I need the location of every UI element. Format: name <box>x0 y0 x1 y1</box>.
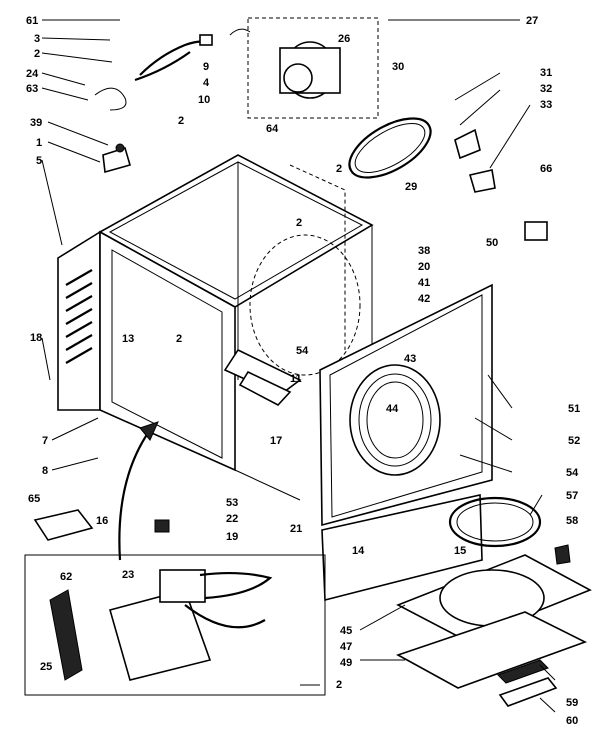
callout-38: 38 <box>418 245 430 257</box>
callout-22: 22 <box>226 513 238 525</box>
callout-11: 11 <box>290 373 302 385</box>
callout-66: 66 <box>540 163 552 175</box>
callout-33: 33 <box>540 99 552 111</box>
callout-29: 29 <box>405 181 417 193</box>
callout-63: 63 <box>26 83 38 95</box>
callout-54b: 54 <box>566 467 579 479</box>
callout-65: 65 <box>28 493 40 505</box>
callout-17: 17 <box>270 435 282 447</box>
callout-43: 43 <box>404 353 416 365</box>
callout-14: 14 <box>352 545 365 557</box>
callout-58: 58 <box>566 515 578 527</box>
toe-panel <box>321 494 483 602</box>
callout-3: 3 <box>34 33 40 45</box>
arrow <box>118 421 159 561</box>
callout-39: 39 <box>30 117 42 129</box>
callout-32: 32 <box>540 83 552 95</box>
callout-16: 16 <box>96 515 108 527</box>
side-vents <box>65 269 93 364</box>
callout-labels: 61 3 2 24 63 39 1 5 18 7 8 65 16 62 25 9… <box>26 15 580 727</box>
callout-64: 64 <box>266 123 279 135</box>
callout-24: 24 <box>26 68 39 80</box>
heater-assembly <box>24 554 326 696</box>
callout-42: 42 <box>418 293 430 305</box>
callout-2d: 2 <box>336 679 342 691</box>
callout-27: 27 <box>526 15 538 27</box>
wire-harness <box>94 34 213 111</box>
callout-61: 61 <box>26 15 38 27</box>
front-panel <box>319 283 493 527</box>
motor-assembly <box>229 17 379 119</box>
callout-31: 31 <box>540 67 552 79</box>
callout-18: 18 <box>30 332 42 344</box>
callout-19: 19 <box>226 531 238 543</box>
callout-49: 49 <box>340 657 352 669</box>
drive-belt <box>348 117 432 179</box>
callout-62: 62 <box>60 571 72 583</box>
callout-60: 60 <box>566 715 578 727</box>
callout-51: 51 <box>568 403 580 415</box>
callout-15: 15 <box>454 545 466 557</box>
callout-2: 2 <box>34 48 40 60</box>
callout-9: 9 <box>203 61 209 73</box>
cabinet <box>57 154 374 501</box>
callout-2b: 2 <box>178 115 184 127</box>
callout-59: 59 <box>566 697 578 709</box>
callout-8: 8 <box>42 465 48 477</box>
callout-30: 30 <box>392 61 404 73</box>
small-parts <box>33 128 571 565</box>
callout-5: 5 <box>36 155 42 167</box>
callout-25: 25 <box>40 661 52 673</box>
callout-52: 52 <box>568 435 580 447</box>
callout-10: 10 <box>198 94 210 106</box>
callout-1: 1 <box>36 137 42 149</box>
callout-21: 21 <box>290 523 302 535</box>
callout-2e: 2 <box>336 163 342 175</box>
callout-7: 7 <box>42 435 48 447</box>
callout-45: 45 <box>340 625 352 637</box>
callout-4: 4 <box>203 77 210 89</box>
callout-53: 53 <box>226 497 238 509</box>
callout-13: 13 <box>122 333 134 345</box>
callout-41: 41 <box>418 277 430 289</box>
callout-2c: 2 <box>176 333 182 345</box>
callout-47: 47 <box>340 641 352 653</box>
callout-26: 26 <box>338 33 350 45</box>
callout-50: 50 <box>486 237 498 249</box>
base-plates <box>396 554 592 707</box>
callout-57: 57 <box>566 490 578 502</box>
callout-23: 23 <box>122 569 134 581</box>
callout-2f: 2 <box>296 217 302 229</box>
callout-20: 20 <box>418 261 430 273</box>
callout-54: 54 <box>296 345 309 357</box>
leader-lines <box>41 19 556 713</box>
seal-ring <box>448 496 542 548</box>
callout-44: 44 <box>386 403 399 415</box>
